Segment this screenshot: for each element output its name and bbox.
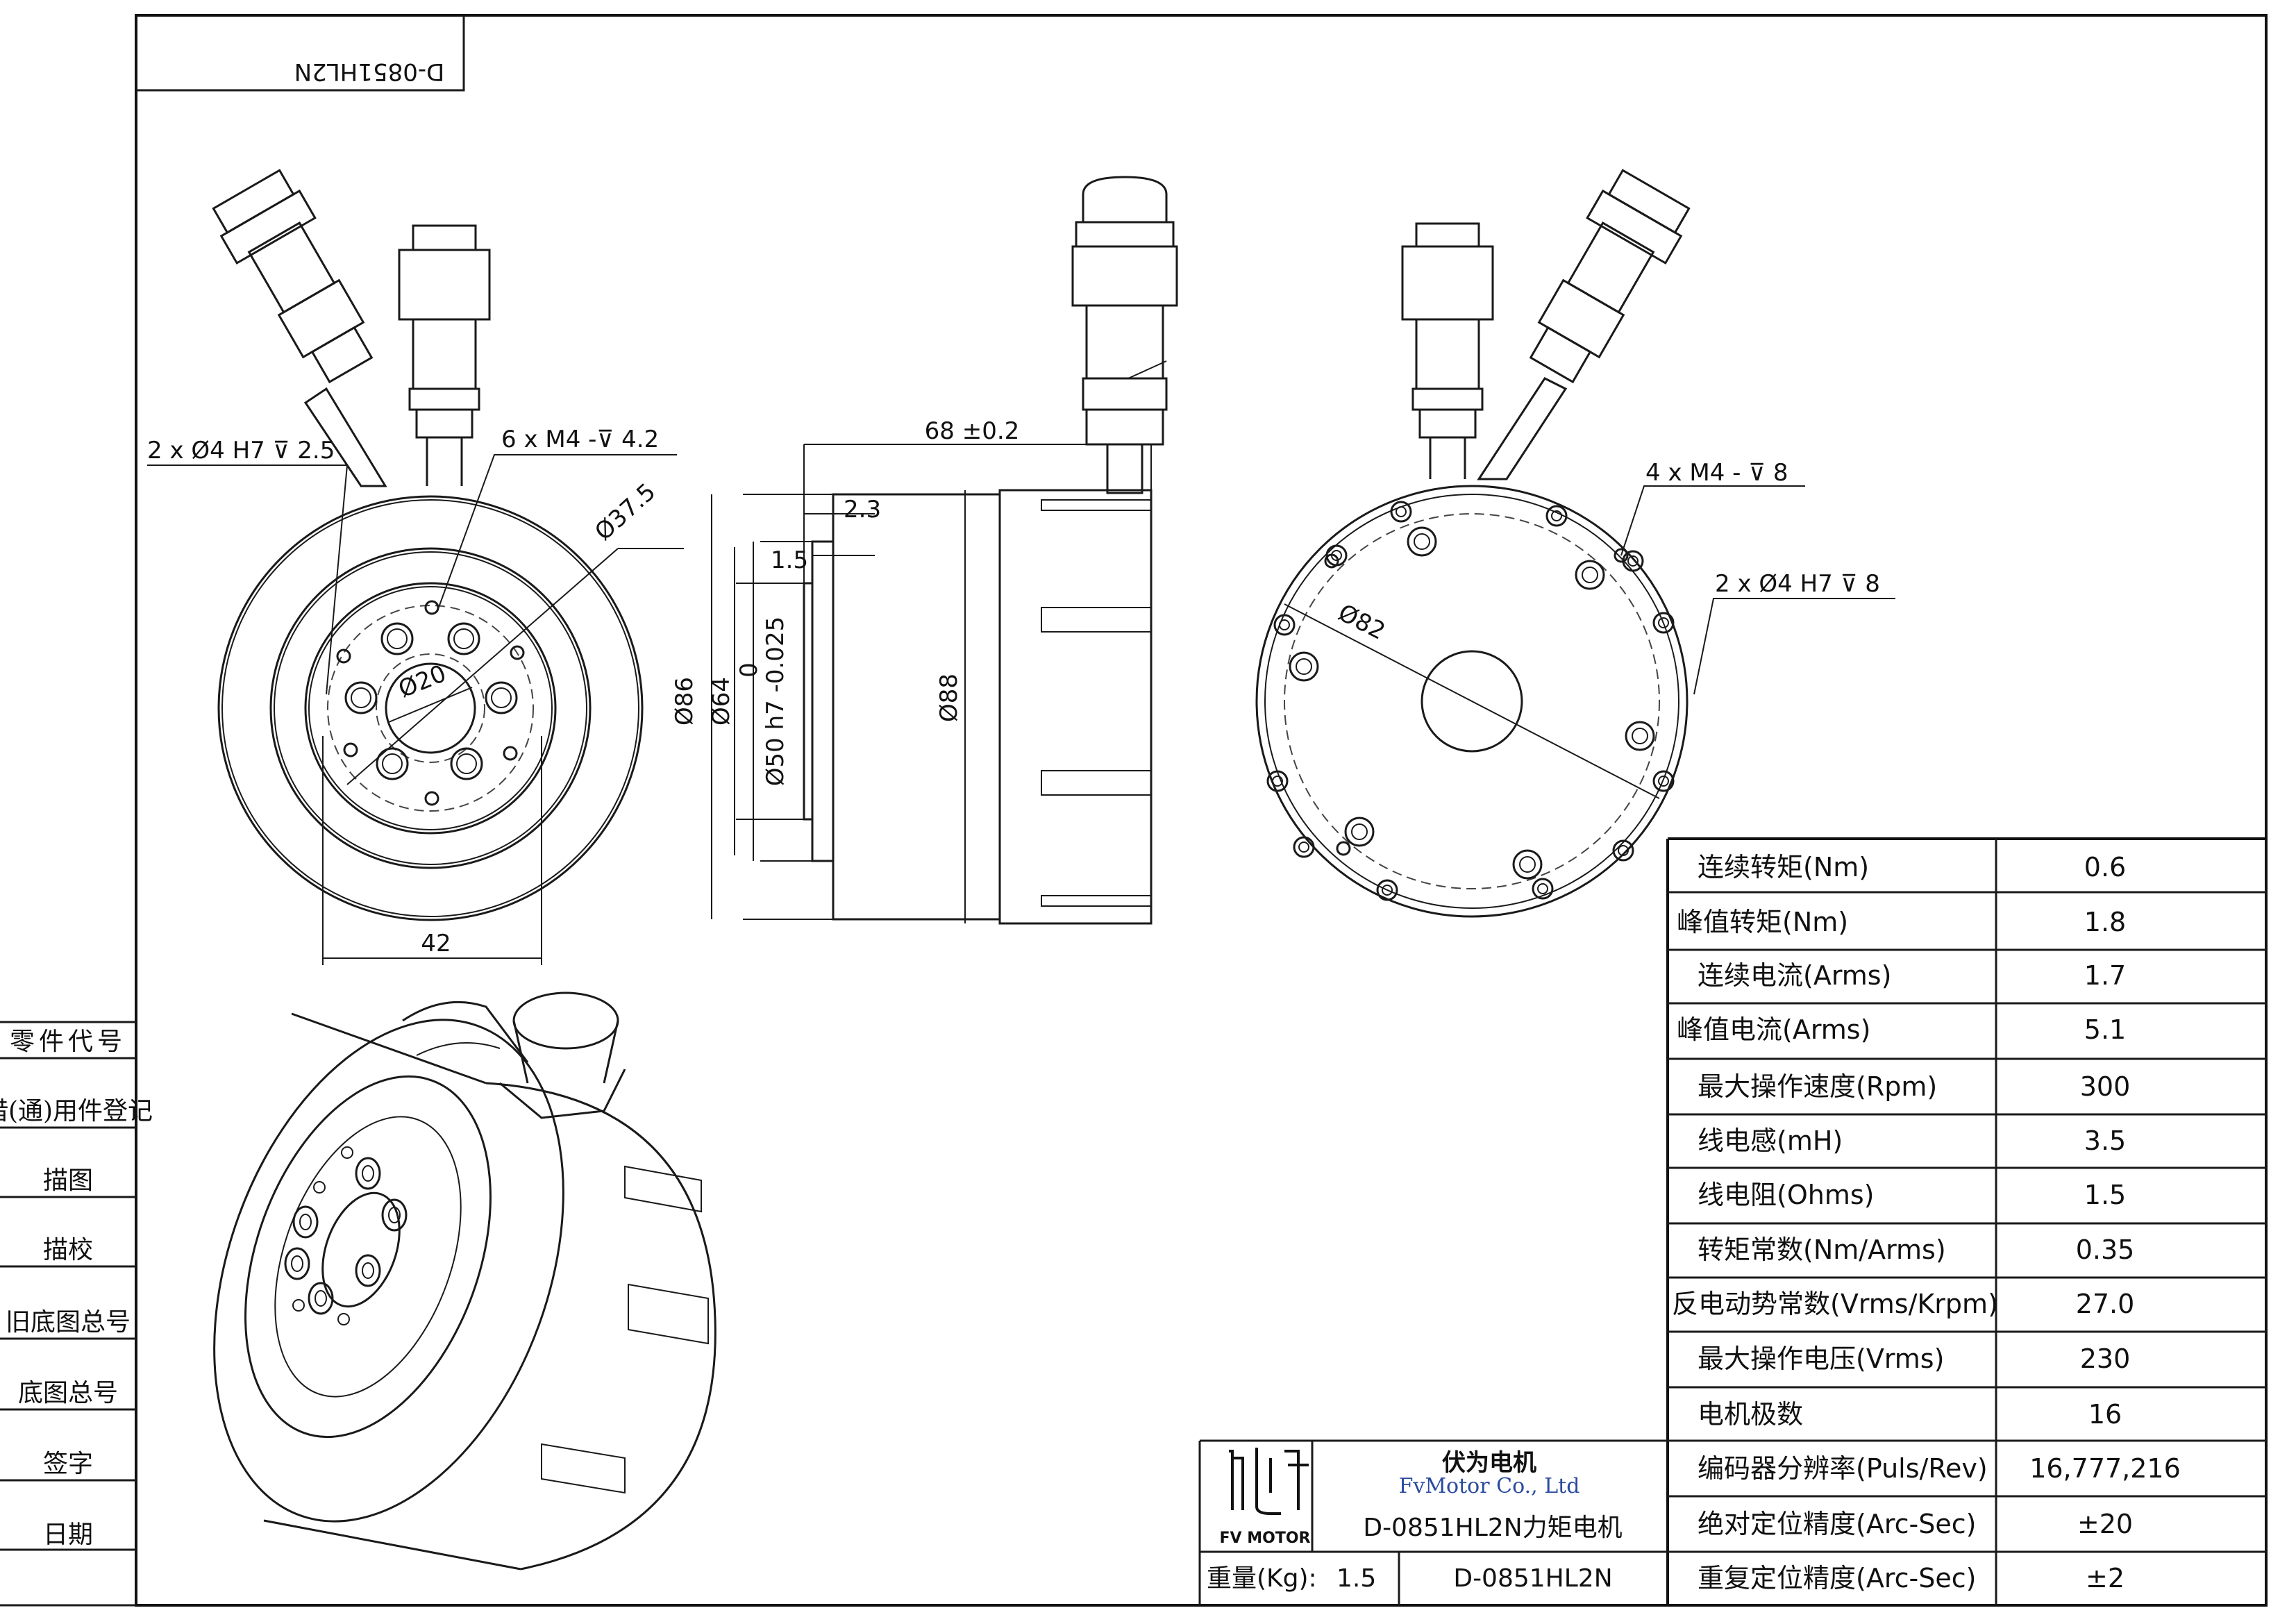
strip-tracing: 描图 — [43, 1166, 93, 1195]
front-connector-angled — [212, 169, 387, 487]
spec-label: 最大操作速度(Rpm) — [1698, 1071, 1937, 1102]
dim-rear-bore-holes: 2 x Ø4 H7 ⊽ 8 — [1715, 570, 1880, 598]
spec-label: 绝对定位精度(Arc-Sec) — [1698, 1509, 1976, 1539]
spec-value: 16,777,216 — [2029, 1453, 2181, 1484]
rear-inner-screws — [1289, 526, 1655, 880]
dim-dia-50: Ø50 h7 -0.025 — [762, 617, 789, 786]
sheet-frame — [0, 14, 2268, 1607]
strip-old-base-number: 旧底图总号 — [6, 1308, 131, 1337]
front-threaded-holes — [344, 622, 518, 780]
spec-value: 3.5 — [2084, 1125, 2126, 1156]
left-strip: 零件代号 借(通)用件登记 描图 描校 旧底图总号 底图总号 签字 日期 — [0, 1021, 153, 1551]
spec-value: 1.8 — [2084, 907, 2126, 937]
spec-value: 0.6 — [2084, 852, 2126, 882]
front-connector-straight — [398, 224, 491, 486]
strip-date: 日期 — [43, 1521, 93, 1549]
title-block: FV MOTOR 伏为电机 FvMotor Co., Ltd D-0851HL2… — [1198, 1439, 1668, 1605]
drawing-number: D-0851HL2N — [1453, 1564, 1612, 1593]
spec-label: 线电阻(Ohms) — [1698, 1180, 1874, 1210]
front-view: 2 x Ø4 H7 ⊽ 2.5 6 x M4 -⊽ 4.2 Ø37.5 Ø20 … — [147, 169, 684, 965]
dim-step-1-5: 1.5 — [771, 546, 808, 574]
fv-motor-logo: FV MOTOR — [1220, 1448, 1311, 1547]
strip-trace-check: 描校 — [43, 1236, 93, 1264]
spec-label: 反电动势常数(Vrms/Krpm) — [1672, 1289, 1998, 1319]
rotated-number-box: D-0851HL2N — [136, 15, 465, 92]
spec-label: 连续电流(Arms) — [1698, 960, 1891, 991]
dim-dia-88: Ø88 — [935, 673, 963, 722]
isometric-view — [213, 991, 717, 1571]
spec-value: ±20 — [2077, 1509, 2133, 1539]
spec-label: 重复定位精度(Arc-Sec) — [1698, 1563, 1976, 1593]
weight-value: 1.5 — [1336, 1564, 1376, 1593]
spec-value: 230 — [2080, 1343, 2131, 1374]
spec-value: 5.1 — [2084, 1014, 2126, 1045]
iso-slots — [541, 1165, 709, 1494]
weight-label: 重量(Kg): — [1207, 1564, 1317, 1593]
front-small-holes — [336, 600, 525, 806]
strip-signature: 签字 — [43, 1450, 93, 1478]
spec-value: 27.0 — [2076, 1289, 2135, 1319]
iso-face-screws — [284, 1146, 408, 1325]
rear-perimeter-bolts — [1266, 501, 1675, 901]
spec-label: 编码器分辨率(Puls/Rev) — [1698, 1453, 1988, 1484]
strip-borrowed-register: 借(通)用件登记 — [0, 1097, 153, 1125]
rear-connector-straight — [1401, 222, 1494, 479]
spec-value: ±2 — [2086, 1563, 2125, 1593]
spec-label: 峰值转矩(Nm) — [1677, 907, 1848, 937]
spec-label: 线电感(mH) — [1698, 1125, 1843, 1156]
dim-dia-86: Ø86 — [671, 677, 698, 726]
dim-width-42: 42 — [421, 930, 451, 957]
side-view: 68 ±0.2 2.3 1.5 Ø86 Ø64 0 Ø50 h7 -0.025 … — [671, 176, 1178, 925]
logo-text: FV MOTOR — [1220, 1530, 1311, 1547]
spec-label: 转矩常数(Nm/Arms) — [1698, 1234, 1946, 1265]
dim-tol-upper: 0 — [735, 662, 763, 678]
spec-table: 连续转矩(Nm) 0.6 峰值转矩(Nm) 1.8 连续电流(Arms) 1.7… — [1666, 837, 2266, 1605]
dim-pcd-37-5: Ø37.5 — [589, 478, 661, 546]
spec-value: 0.35 — [2076, 1234, 2135, 1265]
iso-connectors — [402, 991, 626, 1119]
strip-base-number: 底图总号 — [18, 1379, 118, 1407]
product-name: D-0851HL2N力矩电机 — [1363, 1514, 1622, 1542]
spec-label: 连续转矩(Nm) — [1698, 852, 1869, 882]
rear-view: 4 x M4 - ⊽ 8 2 x Ø4 H7 ⊽ 8 Ø82 — [1255, 169, 1895, 918]
dim-dia-64: Ø64 — [707, 677, 735, 726]
spec-label: 电机极数 — [1698, 1399, 1803, 1430]
rotated-drawing-number: D-0851HL2N — [294, 58, 445, 85]
rear-small-holes — [1324, 548, 1629, 856]
side-connector — [1071, 176, 1178, 494]
spec-label: 最大操作电压(Vrms) — [1698, 1343, 1944, 1374]
dim-front-threads: 6 x M4 -⊽ 4.2 — [501, 426, 659, 453]
dim-rear-threads: 4 x M4 - ⊽ 8 — [1645, 459, 1788, 487]
spec-value: 1.7 — [2084, 960, 2126, 991]
spec-value: 1.5 — [2084, 1180, 2126, 1210]
spec-value: 16 — [2088, 1399, 2122, 1430]
dim-length: 68 ±0.2 — [925, 417, 1020, 445]
dim-front-bore-holes: 2 x Ø4 H7 ⊽ 2.5 — [147, 437, 335, 464]
company-name-en: FvMotor Co., Ltd — [1399, 1474, 1580, 1498]
side-slots — [1041, 499, 1151, 907]
spec-label: 峰值电流(Arms) — [1677, 1014, 1870, 1045]
dim-step-2-3: 2.3 — [844, 496, 881, 524]
dim-pcd-20: Ø20 — [394, 660, 450, 703]
company-name-cn: 伏为电机 — [1442, 1449, 1536, 1477]
spec-value: 300 — [2080, 1071, 2131, 1102]
rear-connector-angled — [1477, 169, 1691, 480]
dim-pcd-82: Ø82 — [1334, 598, 1390, 645]
strip-part-code: 零件代号 — [10, 1028, 126, 1056]
